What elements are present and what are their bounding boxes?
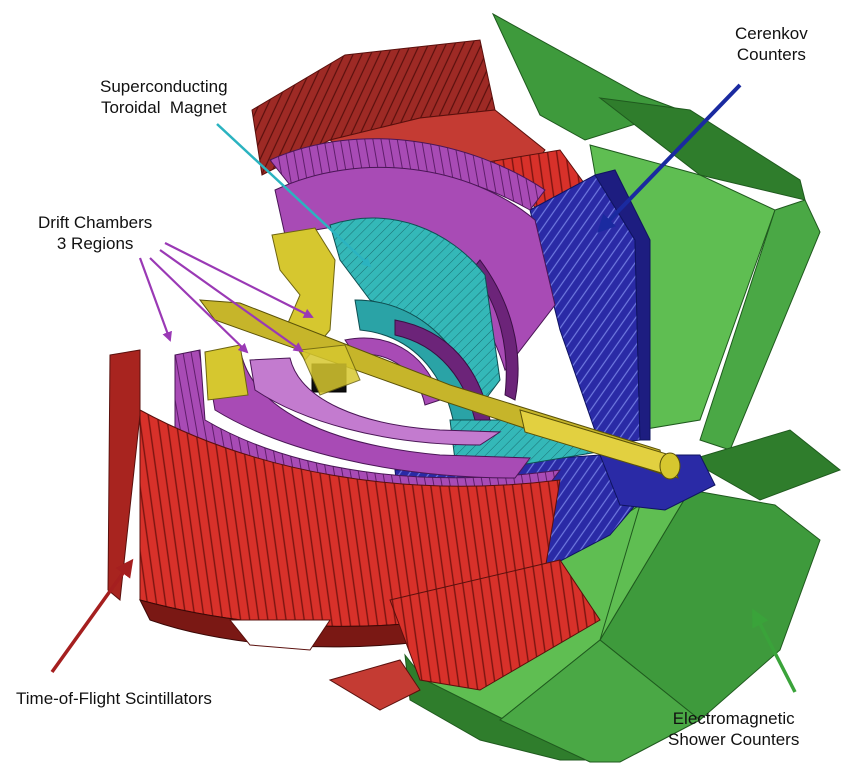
tof-label-line-1: Time-of-Flight Scintillators: [16, 689, 212, 708]
magnet-arrow: [216, 123, 372, 268]
target-beamline: [198, 227, 681, 480]
label-arrows: [50, 83, 797, 693]
cerenkov-label-line-2: Counters: [736, 45, 806, 64]
cerenkov-label: Cerenkov Counters: [735, 23, 808, 65]
magnet-label-line-1: Superconducting: [100, 77, 228, 96]
time-of-flight-scintillators: [107, 349, 601, 711]
ec-label-line-1: Electromagnetic: [672, 709, 795, 728]
cerenkov-label-line-1: Cerenkov: [735, 24, 808, 43]
drift-label-line-2: 3 Regions: [56, 234, 134, 253]
drift-label-line-1: Drift Chambers: [38, 213, 153, 232]
drift-arrow-3: [159, 249, 304, 353]
ec-label: Electromagnetic Shower Counters: [668, 708, 799, 750]
ec-label-line-2: Shower Counters: [668, 730, 800, 749]
drift-chambers-label: Drift Chambers 3 Regions: [38, 212, 152, 254]
tof-label: Time-of-Flight Scintillators: [16, 688, 212, 709]
tof-arrow: [50, 558, 134, 674]
drift-arrow-2: [149, 257, 249, 354]
drift-arrow-4: [164, 242, 314, 318]
magnet-label: Superconducting Toroidal Magnet: [100, 76, 228, 118]
cerenkov-arrow: [597, 83, 742, 233]
magnet-label-line-2: Toroidal Magnet: [100, 98, 227, 117]
ec-arrow: [752, 608, 797, 693]
drift-arrow-1: [138, 257, 172, 342]
